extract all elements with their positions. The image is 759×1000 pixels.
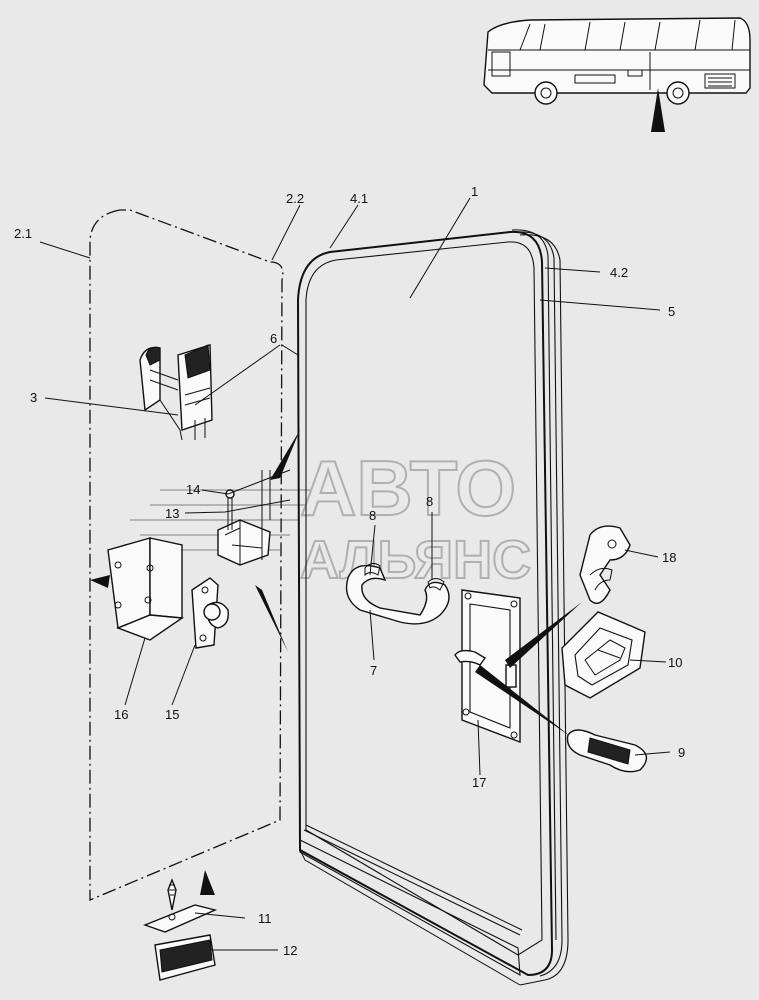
callout-7: 7 bbox=[370, 663, 377, 678]
inner-panel-outline bbox=[89, 209, 284, 901]
callout-11: 11 bbox=[258, 911, 272, 926]
callout-8b: 8 bbox=[426, 494, 433, 509]
callout-2-1: 2.1 bbox=[14, 226, 32, 241]
bus-door-arrow bbox=[651, 88, 665, 132]
callout-4-2: 4.2 bbox=[610, 265, 628, 280]
bus-thumbnail bbox=[483, 17, 751, 132]
catch-18 bbox=[579, 525, 631, 604]
callout-4-1: 4.1 bbox=[350, 191, 368, 206]
recessed-handle-10 bbox=[561, 611, 646, 699]
callout-12: 12 bbox=[283, 943, 297, 958]
door-panel bbox=[296, 229, 569, 986]
callout-labels: 1 2.1 2.2 3 4.1 4.2 5 6 7 8 8 9 10 11 12… bbox=[14, 184, 685, 958]
callout-8a: 8 bbox=[369, 508, 376, 523]
callout-17: 17 bbox=[472, 775, 486, 790]
callout-16: 16 bbox=[114, 707, 128, 722]
leader-lines bbox=[39, 197, 671, 951]
callout-6: 6 bbox=[270, 331, 277, 346]
sill-plate-11 bbox=[143, 878, 218, 933]
callout-18: 18 bbox=[662, 550, 676, 565]
sill-strip-12 bbox=[154, 934, 216, 981]
callout-10: 10 bbox=[668, 655, 682, 670]
watermark-line1: АВТО bbox=[300, 444, 516, 532]
latch-13-14 bbox=[217, 470, 271, 566]
callout-2-2: 2.2 bbox=[286, 191, 304, 206]
striker-15 bbox=[191, 577, 229, 649]
grip-9 bbox=[566, 729, 648, 773]
callout-3: 3 bbox=[30, 390, 37, 405]
watermark-line2: АЛЬЯНС bbox=[300, 530, 531, 590]
callout-1: 1 bbox=[471, 184, 478, 199]
hinge-bracket-3 bbox=[139, 344, 213, 441]
lock-box-16 bbox=[107, 537, 184, 641]
door-handle-7 bbox=[345, 562, 450, 625]
callout-13: 13 bbox=[165, 506, 179, 521]
watermark: АВТО АЛЬЯНС bbox=[125, 443, 532, 591]
callout-15: 15 bbox=[165, 707, 179, 722]
pointer-arrows bbox=[90, 430, 582, 895]
callout-14: 14 bbox=[186, 482, 200, 497]
callout-9: 9 bbox=[678, 745, 685, 760]
callout-5: 5 bbox=[668, 304, 675, 319]
lock-housing-17 bbox=[454, 589, 521, 744]
